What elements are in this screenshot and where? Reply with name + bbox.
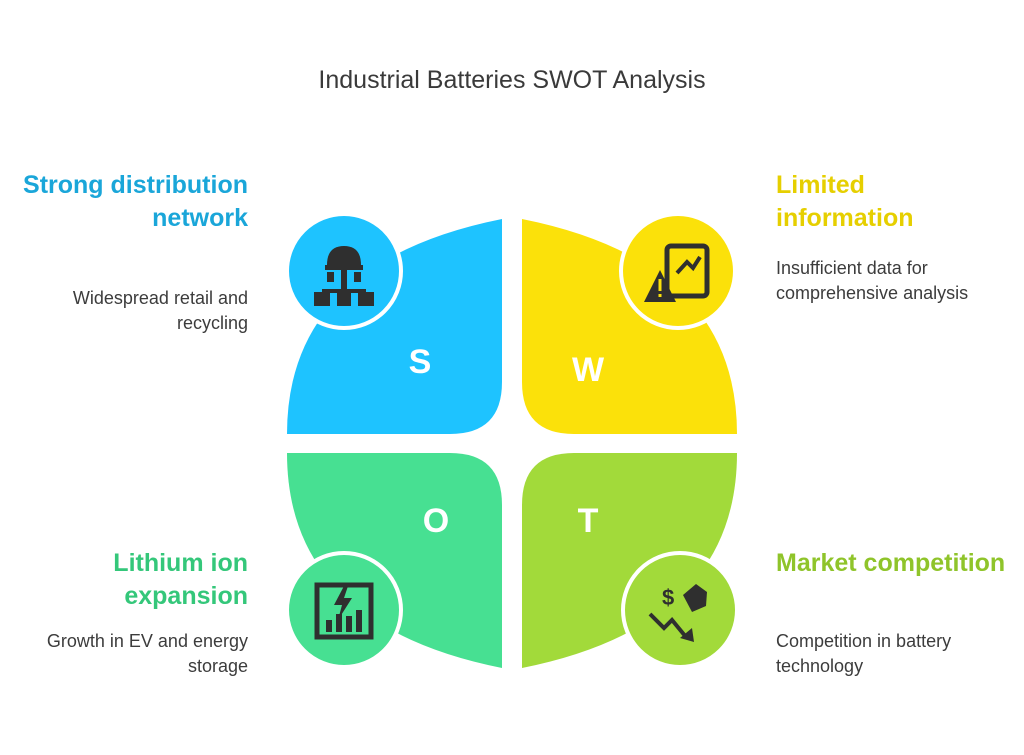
strengths-letter: S — [409, 343, 432, 381]
threats-description: Competition in battery technology — [776, 631, 952, 676]
svg-text:$: $ — [662, 585, 674, 610]
threats-letter: T — [578, 502, 599, 540]
opportunities-description: Growth in EV and energy storage — [46, 631, 248, 676]
page-title: Industrial Batteries SWOT Analysis — [318, 66, 706, 94]
chart-warning-icon — [619, 212, 737, 330]
threats-petal — [522, 453, 737, 668]
weaknesses-description: Insufficient data for comprehensive anal… — [776, 258, 969, 303]
weaknesses-letter: W — [572, 351, 605, 389]
strengths-petal — [287, 219, 502, 434]
strengths-heading: Strong distribution network — [23, 171, 248, 232]
opportunities-heading: Lithium ion expansion — [113, 549, 248, 610]
weaknesses-heading: Limited information — [776, 171, 914, 232]
threats-heading: Market competition — [776, 549, 1006, 577]
weaknesses-petal — [522, 219, 737, 434]
money-decline-icon: $ — [621, 551, 739, 669]
distribution-network-icon — [285, 212, 403, 330]
opportunities-petal — [287, 453, 502, 668]
opportunities-letter: O — [423, 502, 449, 540]
strengths-description: Widespread retail and recycling — [72, 288, 248, 333]
energy-growth-chart-icon — [285, 551, 403, 669]
